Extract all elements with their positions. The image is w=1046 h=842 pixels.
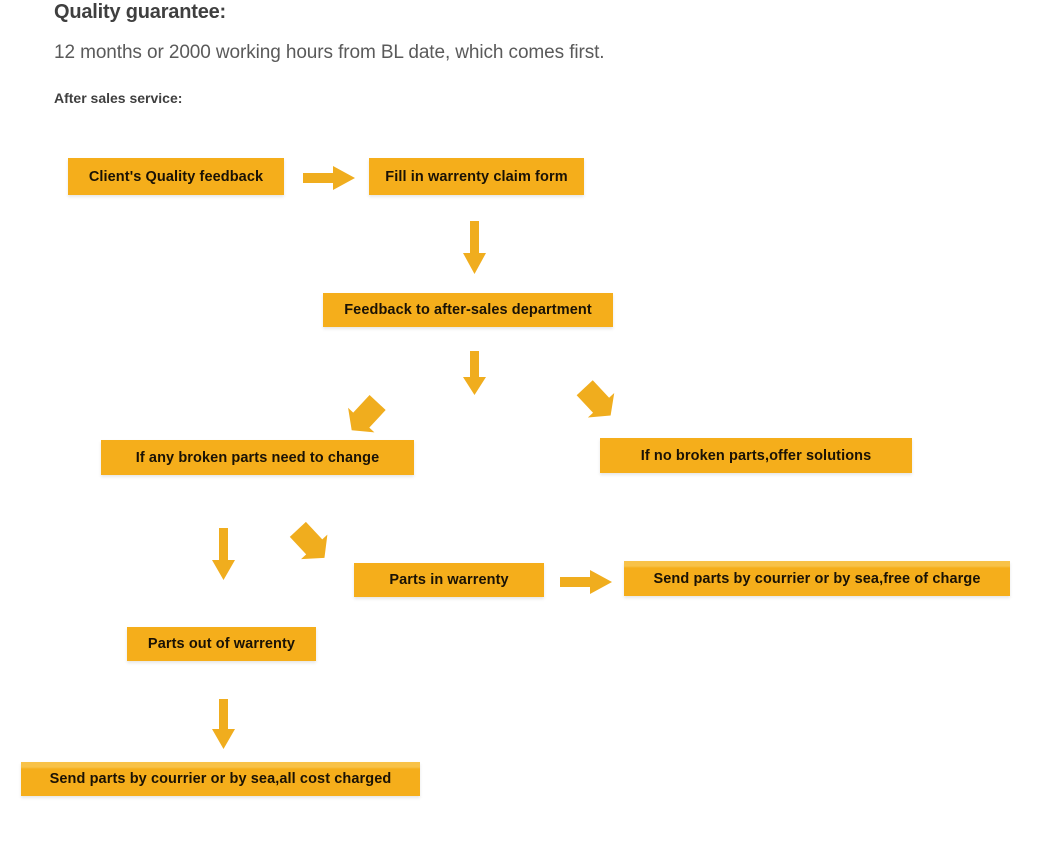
arrow-right-in-warrenty-to-send-free [560,569,612,595]
flow-node-no-broken-parts[interactable]: If no broken parts,offer solutions [600,438,912,473]
arrow-down-out-warrenty-to-send-charged [211,699,236,749]
arrow-down-right-to-parts-in-warrenty [289,521,348,577]
page-title-quality-guarantee: Quality guarantee: [54,1,226,23]
arrow-down-left-to-broken-parts [345,384,400,433]
arrow-down-department-center [462,351,487,395]
flow-node-after-sales-department[interactable]: Feedback to after-sales department [323,293,613,327]
arrow-down-broken-to-out-warrenty [211,528,236,580]
flow-node-send-parts-free-of-charge[interactable]: Send parts by courrier or by sea,free of… [624,561,1010,596]
section-title-after-sales-service: After sales service: [54,90,183,106]
quality-guarantee-text: 12 months or 2000 working hours from BL … [54,42,605,63]
flow-node-client-feedback[interactable]: Client's Quality feedback [68,158,284,195]
arrow-right-client-to-claim [303,165,355,191]
flow-node-claim-form[interactable]: Fill in warrenty claim form [369,158,584,195]
flow-node-broken-parts[interactable]: If any broken parts need to change [101,440,414,475]
arrow-down-claim-to-department [462,221,487,274]
flow-node-send-parts-all-cost-charged[interactable]: Send parts by courrier or by sea,all cos… [21,762,420,796]
flow-node-parts-out-of-warrenty[interactable]: Parts out of warrenty [127,627,316,661]
arrow-down-right-to-no-broken-parts [576,380,633,434]
flow-node-parts-in-warrenty[interactable]: Parts in warrenty [354,563,544,597]
